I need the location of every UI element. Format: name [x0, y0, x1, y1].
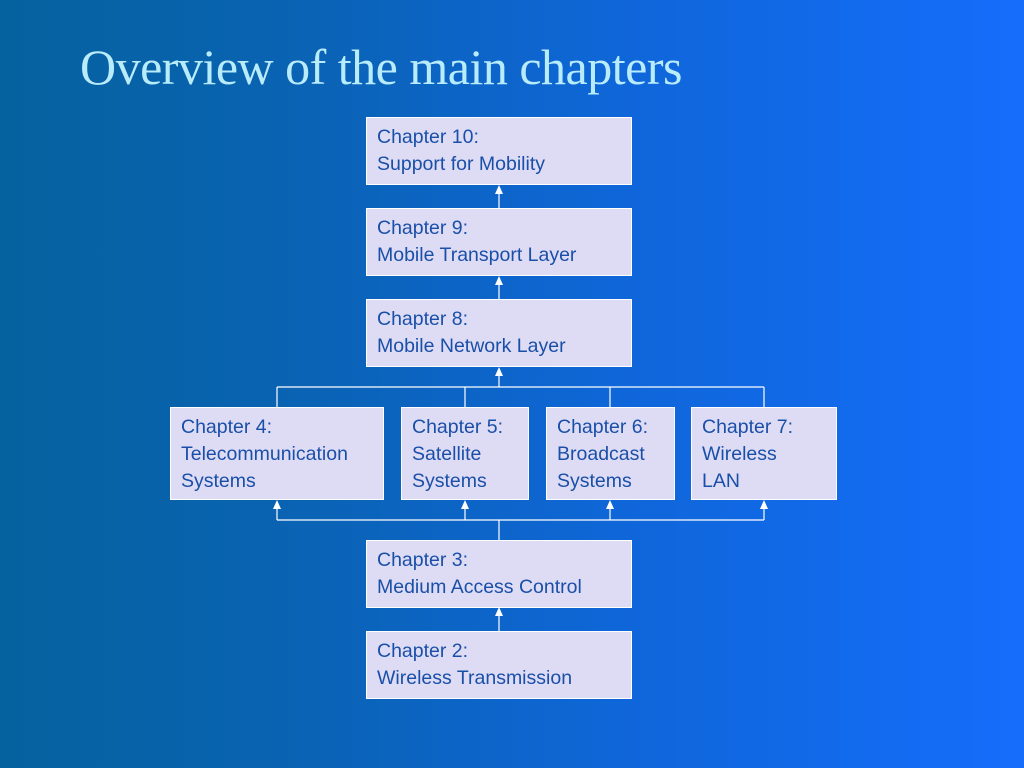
arrowhead-ch6: [606, 500, 614, 509]
slide-title: Overview of the main chapters: [80, 39, 682, 95]
chapter-7-box: Chapter 7: Wireless LAN: [691, 407, 837, 500]
chapter-7-number: Chapter 7:: [702, 416, 794, 438]
chapter-6-title-line1: Broadcast: [557, 443, 645, 465]
chapter-3-title: Medium Access Control: [377, 576, 582, 598]
arrowhead-ch3: [495, 607, 503, 616]
arrowhead-ch4: [273, 500, 281, 509]
chapter-3-box: Chapter 3: Medium Access Control: [366, 540, 632, 608]
chapter-9-title: Mobile Transport Layer: [377, 244, 577, 266]
chapter-10-box: Chapter 10: Support for Mobility: [366, 117, 632, 185]
chapter-5-title-line2: Systems: [412, 470, 487, 492]
arrowhead-ch5: [461, 500, 469, 509]
chapter-3-number: Chapter 3:: [377, 549, 469, 571]
chapter-4-box: Chapter 4: Telecommunication Systems: [170, 407, 384, 500]
chapter-8-box: Chapter 8: Mobile Network Layer: [366, 299, 632, 367]
chapter-2-box: Chapter 2: Wireless Transmission: [366, 631, 632, 699]
chapter-5-number: Chapter 5:: [412, 416, 504, 438]
arrowhead-ch10: [495, 185, 503, 194]
chapter-6-title-line2: Systems: [557, 470, 632, 492]
chapter-10-title: Support for Mobility: [377, 153, 545, 175]
chapter-4-number: Chapter 4:: [181, 416, 273, 438]
chapter-7-title-line2: LAN: [702, 470, 740, 492]
chapter-4-title-line1: Telecommunication: [181, 443, 348, 465]
chapter-2-number: Chapter 2:: [377, 640, 469, 662]
chapter-9-box: Chapter 9: Mobile Transport Layer: [366, 208, 632, 276]
arrowhead-ch9: [495, 276, 503, 285]
chapter-7-title-line1: Wireless: [702, 443, 777, 465]
chapter-2-title: Wireless Transmission: [377, 667, 573, 689]
chapter-5-box: Chapter 5: Satellite Systems: [401, 407, 529, 500]
chapter-4-title-line2: Systems: [181, 470, 256, 492]
arrowhead-ch7: [760, 500, 768, 509]
chapter-8-number: Chapter 8:: [377, 308, 469, 330]
chapter-6-box: Chapter 6: Broadcast Systems: [546, 407, 675, 500]
chapter-6-number: Chapter 6:: [557, 416, 649, 438]
chapter-8-title: Mobile Network Layer: [377, 335, 566, 357]
chapter-5-title-line1: Satellite: [412, 443, 482, 465]
chapter-10-number: Chapter 10:: [377, 126, 479, 148]
chapter-9-number: Chapter 9:: [377, 217, 469, 239]
arrowhead-ch8: [495, 367, 503, 376]
